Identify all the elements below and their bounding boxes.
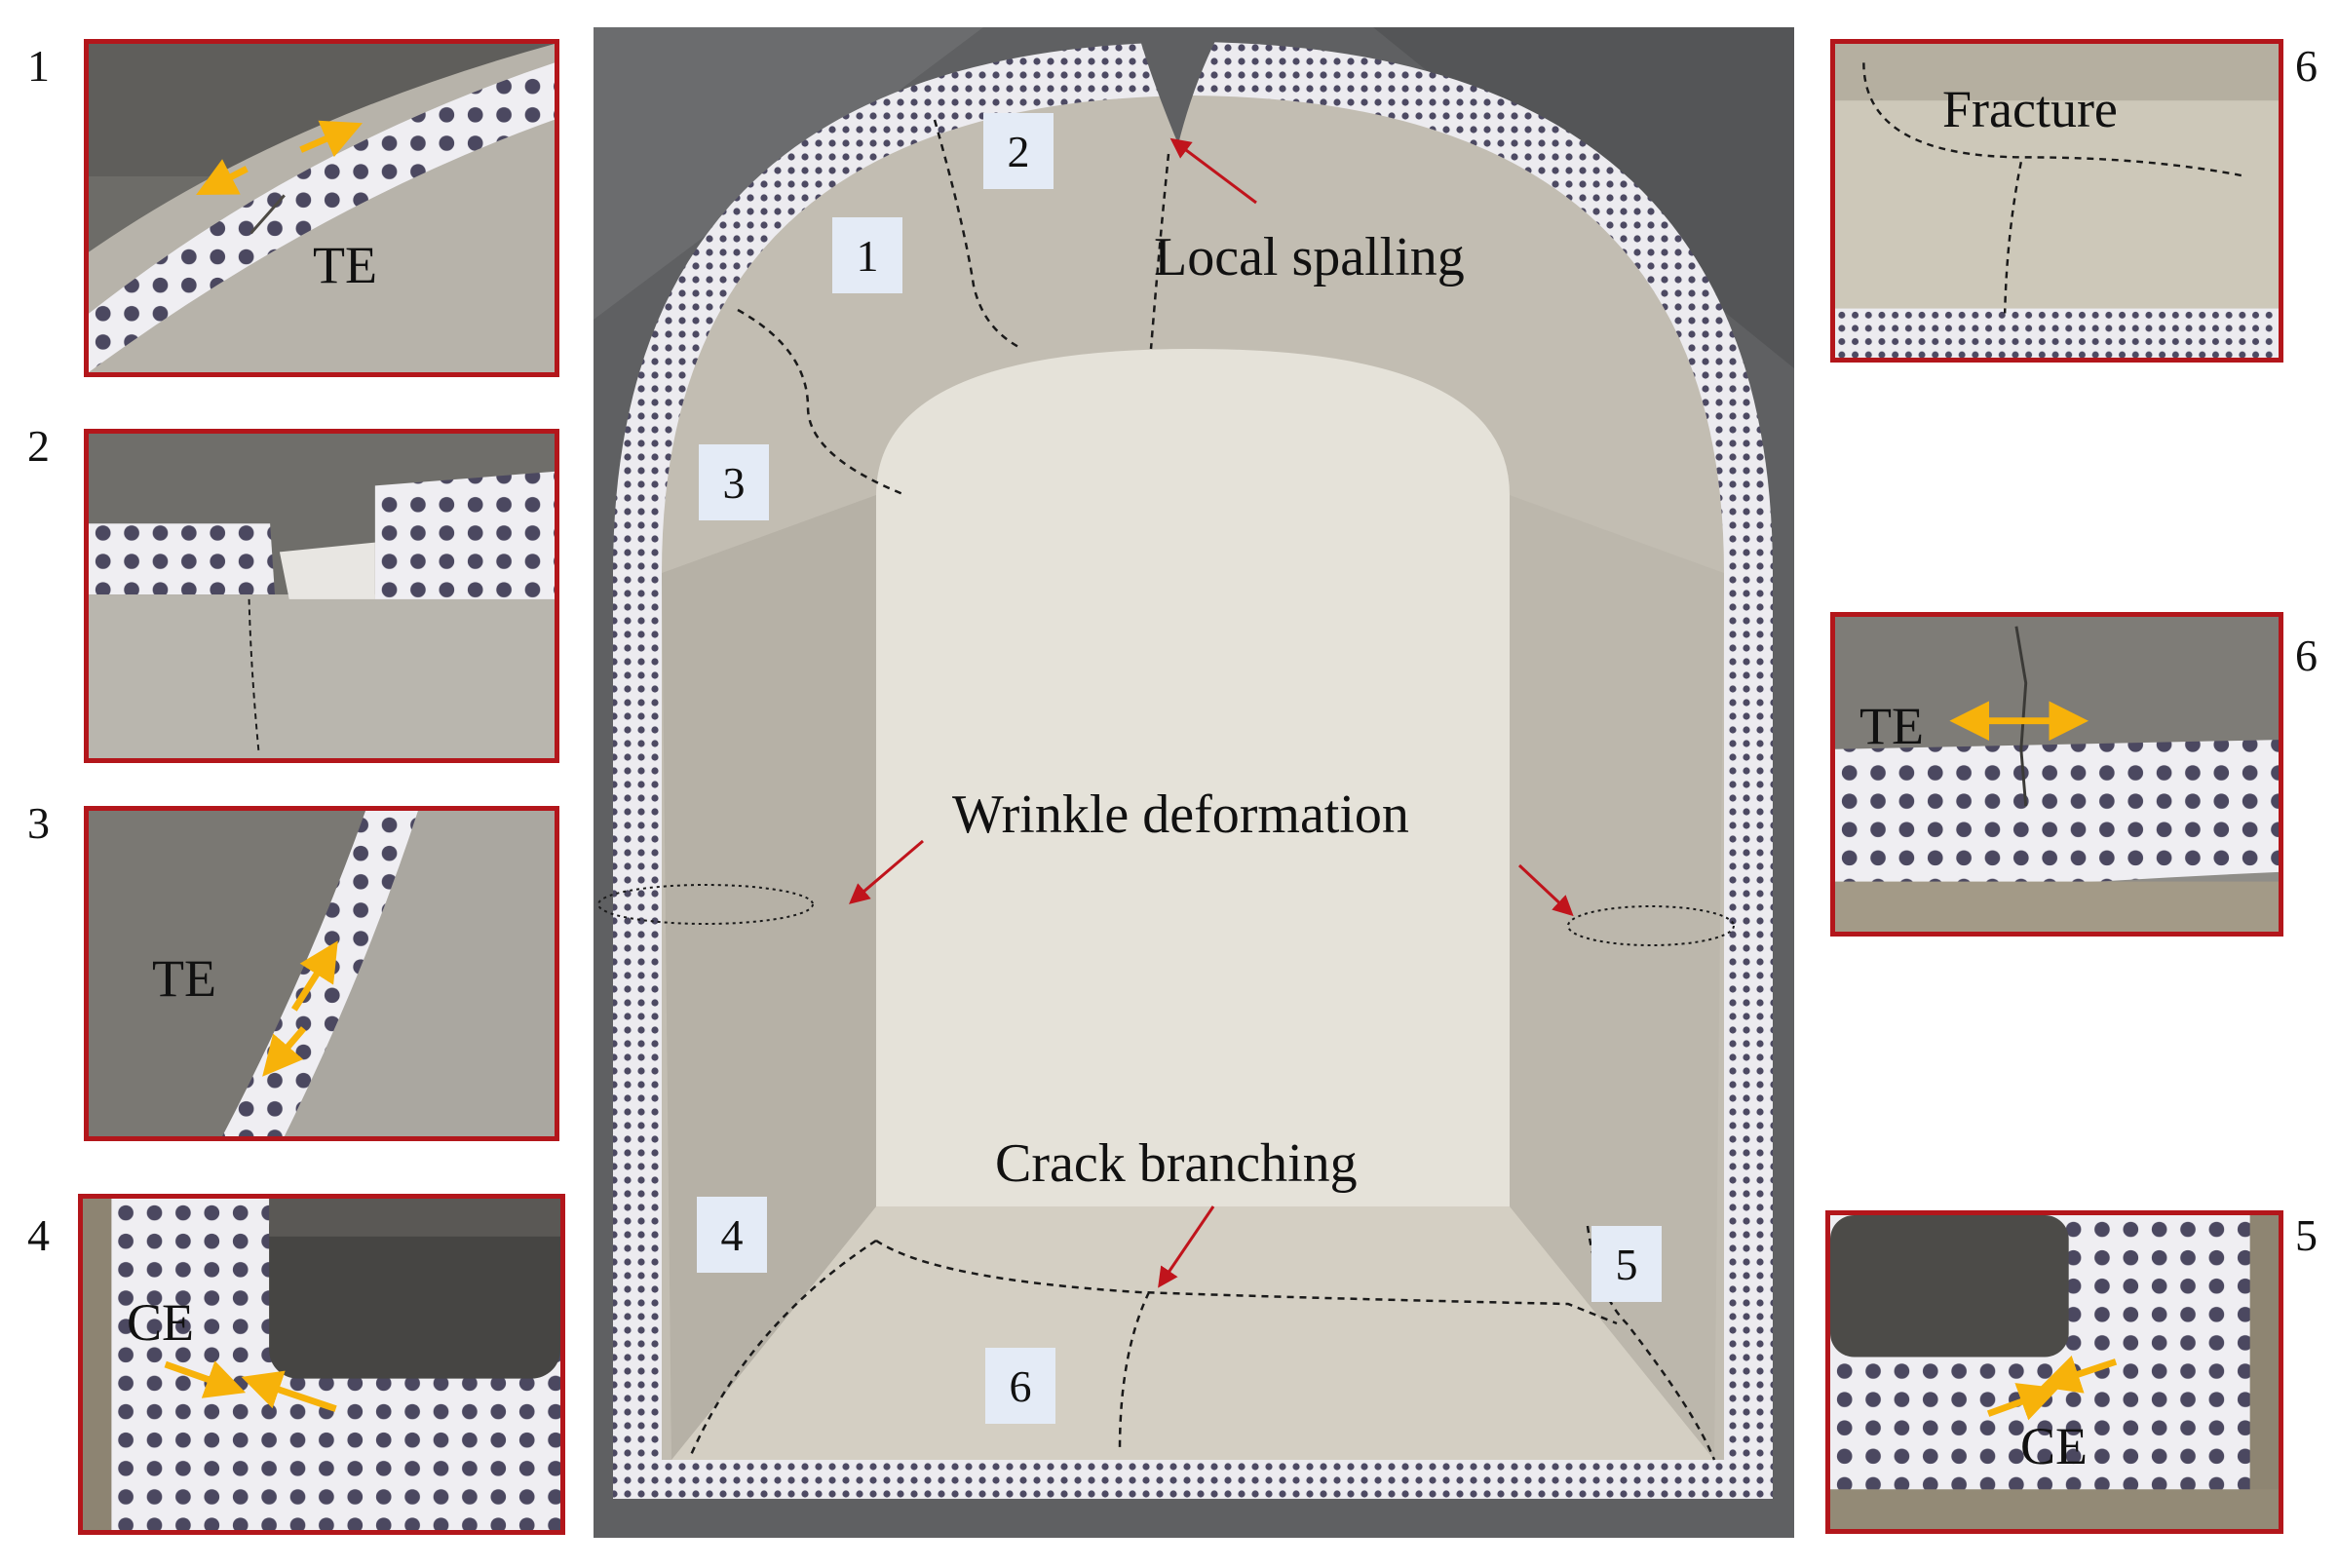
region-tag-3: 3 (699, 444, 769, 520)
compression-arrows-4 (164, 1360, 337, 1412)
detail-panel-2 (84, 429, 559, 763)
tension-arrows-6b (1949, 701, 2089, 742)
region-tag-1: 1 (832, 217, 902, 293)
panel-label-te-3: TE (152, 949, 216, 1008)
panel-label-ce-5: CE (2020, 1417, 2089, 1475)
tension-arrows-3 (262, 940, 338, 1077)
detail-panel-4: CE (78, 1194, 565, 1535)
region-tag-5: 5 (1591, 1226, 1662, 1302)
annotation-wrinkle-deformation: Wrinkle deformation (952, 784, 1409, 845)
main-specimen-photo: 1 2 3 4 5 6 Local spalling Wrinkle defor… (594, 27, 1794, 1538)
detail-panel-6b: TE (1830, 612, 2283, 937)
panel-number-6a: 6 (2295, 41, 2318, 91)
detail-photo-6b (1835, 617, 2279, 932)
annotation-crack-branching: Crack branching (995, 1133, 1358, 1194)
region-tag-2: 2 (983, 113, 1054, 189)
annotation-local-spalling: Local spalling (1154, 227, 1465, 287)
compression-arrows-5 (1986, 1355, 2118, 1421)
detail-panel-6a: Fracture (1830, 39, 2283, 363)
specimen-drawing (594, 27, 1794, 1538)
detail-photo-5 (1830, 1215, 2279, 1529)
panel-number-6b: 6 (2295, 631, 2318, 680)
region-tag-6: 6 (985, 1348, 1055, 1424)
panel-label-fracture: Fracture (1942, 80, 2118, 138)
tension-arrows-1 (196, 120, 364, 196)
panel-label-ce-4: CE (127, 1293, 195, 1352)
panel-label-te-6b: TE (1859, 697, 1924, 755)
detail-photo-2 (89, 434, 555, 758)
panel-label-te-1: TE (313, 236, 377, 294)
detail-panel-1: TE (84, 39, 559, 377)
region-tag-4: 4 (697, 1197, 767, 1273)
panel-number-1: 1 (27, 41, 50, 91)
detail-photo-1 (89, 44, 555, 372)
panel-number-5: 5 (2295, 1210, 2318, 1260)
panel-number-2: 2 (27, 421, 50, 471)
detail-photo-4 (83, 1199, 560, 1530)
panel-number-3: 3 (27, 798, 50, 848)
detail-photo-6a (1835, 44, 2279, 358)
detail-panel-5: CE (1825, 1210, 2283, 1534)
panel-number-4: 4 (27, 1210, 50, 1260)
detail-panel-3: TE (84, 806, 559, 1141)
